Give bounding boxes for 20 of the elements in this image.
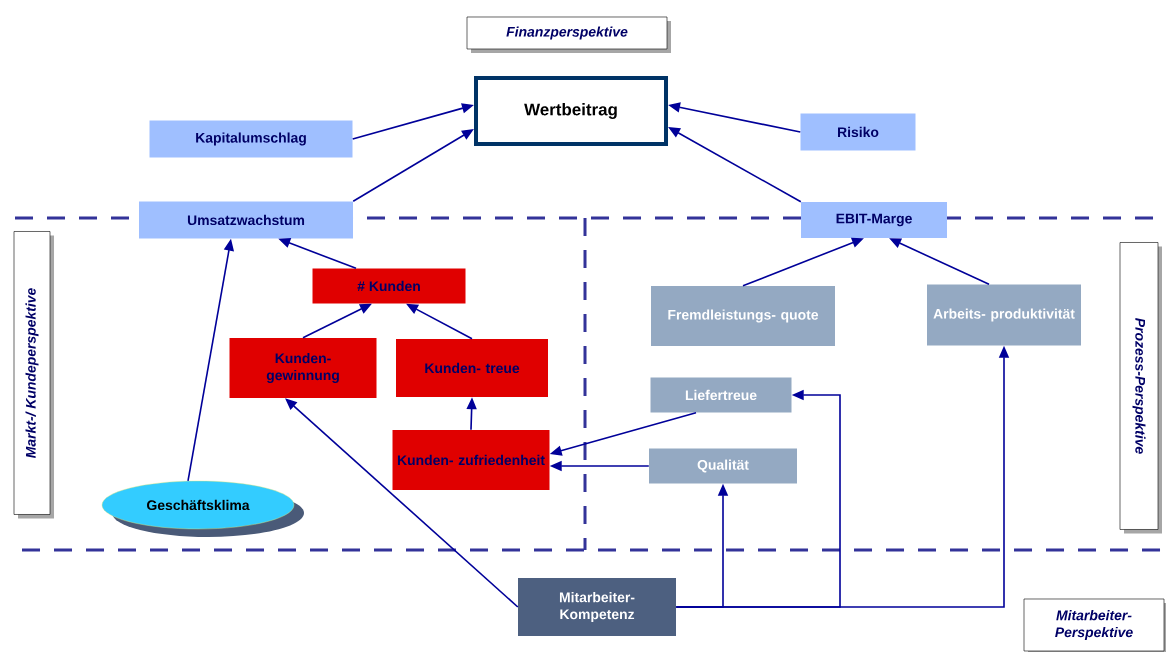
perspective-label: Finanzperspektive <box>466 16 671 53</box>
metric-box: Kapitalumschlag <box>149 120 353 158</box>
metric-box: Fremdleistungs- quote <box>651 286 835 346</box>
metric-box: Risiko <box>800 113 916 151</box>
metric-box: Mitarbeiter- Kompetenz <box>518 578 676 636</box>
metric-box: Liefertreue <box>650 377 792 413</box>
metric-box: Qualität <box>649 448 797 484</box>
goal-box: Wertbeitrag <box>474 76 668 146</box>
arrow <box>352 129 474 203</box>
metric-box: Arbeits- produktivität <box>927 284 1081 346</box>
metric-box: Umsatzwachstum <box>139 201 353 239</box>
metric-box: Kunden- zufriedenheit <box>392 430 550 490</box>
perspective-label: Mitarbeiter- Perspektive <box>1023 598 1166 652</box>
metric-box: EBIT-Marge <box>801 202 947 238</box>
metric-box: Kunden- treue <box>396 339 548 397</box>
perspective-label: Prozess-Perspektive <box>1119 242 1162 534</box>
perspective-label: Markt-/ Kundeperspektive <box>13 231 54 519</box>
metric-box: Kunden- gewinnung <box>229 338 377 398</box>
metric-box: # Kunden <box>312 268 466 304</box>
arrow <box>285 398 519 608</box>
